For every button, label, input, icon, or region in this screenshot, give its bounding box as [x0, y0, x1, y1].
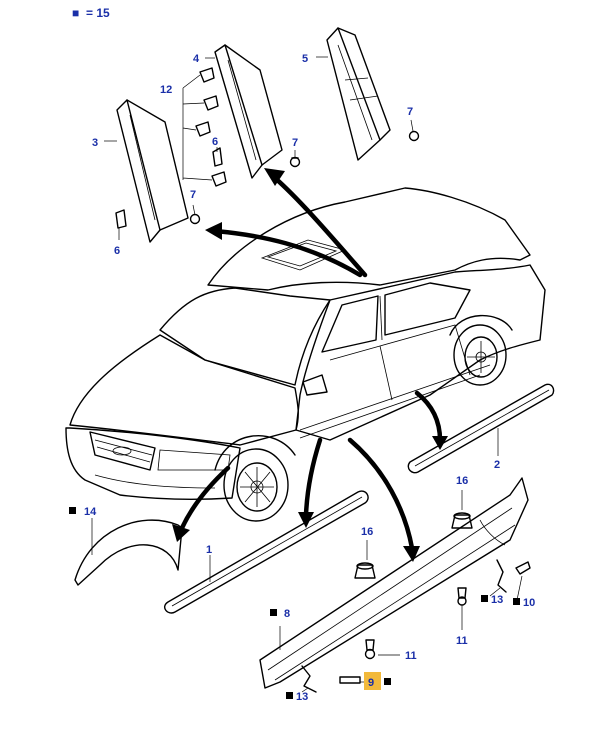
fasteners [301, 512, 531, 693]
callout-11-a: 11 [405, 650, 417, 662]
clips-group [115, 67, 420, 229]
callout-3: 3 [92, 137, 98, 149]
callout-16-a: 16 [361, 526, 373, 538]
square-marker-9 [384, 678, 391, 685]
callout-11-b: 11 [456, 635, 468, 647]
callout-14: 14 [84, 506, 97, 518]
callout-9: 9 [368, 677, 374, 689]
square-marker-8 [270, 609, 277, 616]
car-illustration [65, 187, 546, 522]
square-marker-10 [513, 598, 520, 605]
callout-8: 8 [284, 608, 290, 620]
leader-lines [91, 56, 523, 693]
square-marker-14 [69, 507, 76, 514]
part-4-pillar-trim [214, 44, 283, 179]
part-5-pillar-trim [326, 27, 391, 161]
callout-7-c: 7 [407, 106, 413, 118]
callout-7-a: 7 [292, 137, 298, 149]
callout-6-lower: 6 [114, 245, 120, 257]
square-marker-13-right [481, 595, 488, 602]
part-1-moulding [164, 490, 369, 614]
part-14-wheel-arch [74, 519, 183, 586]
callout-13-left: 13 [296, 691, 308, 703]
part-3-pillar-trim [116, 99, 189, 243]
callout-7-b: 7 [190, 189, 196, 201]
callout-2: 2 [494, 459, 500, 471]
callout-4: 4 [193, 53, 200, 65]
callout-13-right: 13 [491, 594, 503, 606]
square-marker-13-left [286, 692, 293, 699]
callout-6-upper: 6 [212, 136, 218, 148]
callouts: 3 4 5 12 6 7 7 7 6 14 1 2 16 16 8 11 11 … [69, 53, 535, 703]
arrows [172, 168, 448, 562]
part-8-sill-panel [259, 477, 529, 689]
legend: ■ = 15 [72, 6, 110, 20]
callout-1: 1 [206, 544, 212, 556]
legend-marker: ■ [72, 6, 79, 20]
callout-16-b: 16 [456, 475, 468, 487]
callout-5: 5 [302, 53, 308, 65]
callout-10: 10 [523, 597, 535, 609]
callout-12: 12 [160, 84, 172, 96]
highlight-9 [364, 672, 381, 690]
legend-equals: = 15 [86, 6, 110, 20]
part-2-moulding [407, 383, 555, 474]
